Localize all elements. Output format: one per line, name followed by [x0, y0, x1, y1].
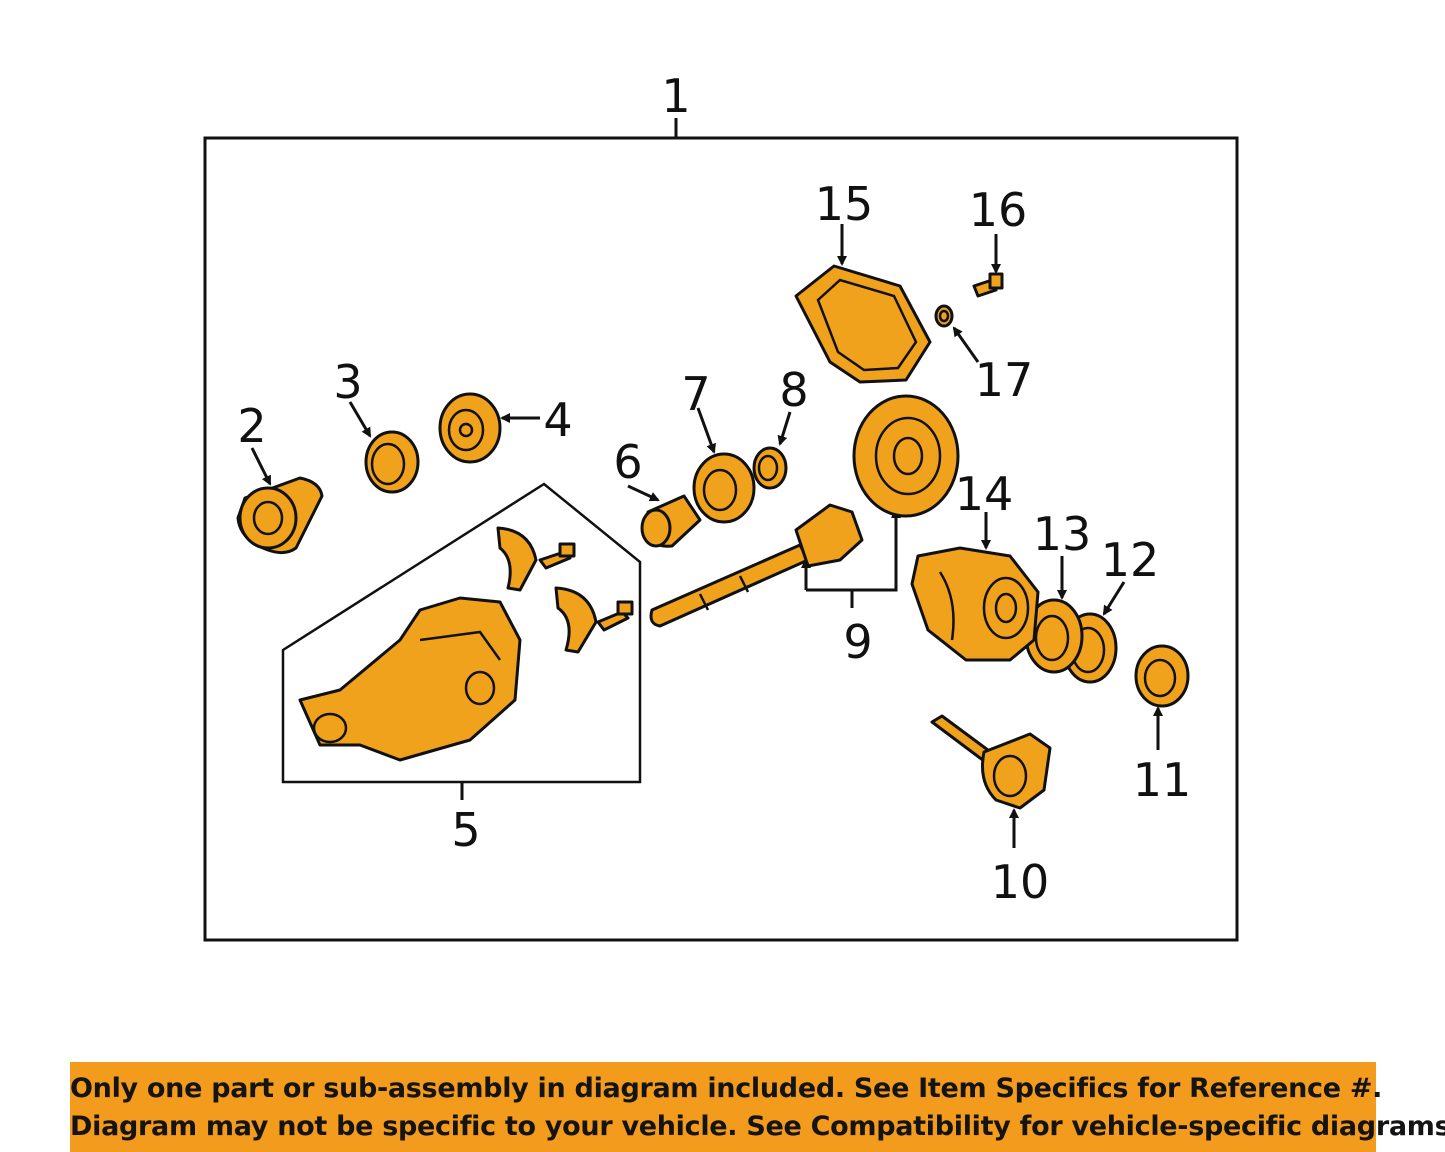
callout-16: 16 — [969, 183, 1028, 237]
callout-14: 14 — [955, 467, 1014, 521]
leader-8 — [777, 411, 792, 446]
callout-15: 15 — [815, 177, 874, 231]
part-10-side-shaft — [930, 714, 1052, 810]
part-3-oil-seal — [364, 430, 420, 494]
callout-2: 2 — [237, 399, 266, 453]
part-9-ring-gear — [852, 394, 960, 518]
leader-2 — [250, 447, 272, 486]
part-15-rear-cover — [794, 264, 932, 384]
callout-13: 13 — [1033, 507, 1092, 561]
part-16-drain-plug — [972, 272, 1004, 298]
subassembly-5-box — [281, 482, 642, 784]
leader-7 — [696, 407, 716, 454]
leader-12 — [1102, 581, 1126, 616]
callout-1: 1 — [661, 69, 690, 123]
leader-6 — [627, 484, 660, 502]
assembly-frame — [203, 136, 1239, 942]
callout-8: 8 — [779, 363, 808, 417]
callout-9: 9 — [843, 615, 872, 669]
part-7-pinion-bearing — [692, 452, 756, 524]
leader-17 — [952, 326, 980, 363]
part-5-differential-carrier — [298, 526, 634, 762]
callout-3: 3 — [333, 355, 362, 409]
part-11-oil-seal — [1134, 644, 1190, 708]
callout-12: 12 — [1101, 533, 1160, 587]
callout-6: 6 — [613, 435, 642, 489]
part-4-bearing — [438, 392, 502, 464]
callout-11: 11 — [1133, 753, 1192, 807]
part-8-shim — [752, 446, 788, 490]
callout-5: 5 — [451, 803, 480, 857]
part-14-differential-case — [910, 546, 1040, 662]
part-13-side-bearing — [1024, 598, 1084, 674]
callout-4: 4 — [543, 393, 572, 447]
disclaimer-line-2: Diagram may not be specific to your vehi… — [70, 1111, 1445, 1142]
callout-7: 7 — [681, 367, 710, 421]
leader-3 — [348, 401, 372, 438]
leader-9b — [806, 508, 901, 592]
disclaimer-banner: Only one part or sub-assembly in diagram… — [70, 1062, 1445, 1152]
callout-10: 10 — [991, 855, 1050, 909]
part-6-spacer — [640, 494, 702, 548]
part-2-companion-flange — [236, 476, 324, 555]
disclaimer-line-1: Only one part or sub-assembly in diagram… — [70, 1073, 1383, 1104]
callout-17: 17 — [975, 353, 1034, 407]
part-17-gasket — [934, 304, 954, 328]
